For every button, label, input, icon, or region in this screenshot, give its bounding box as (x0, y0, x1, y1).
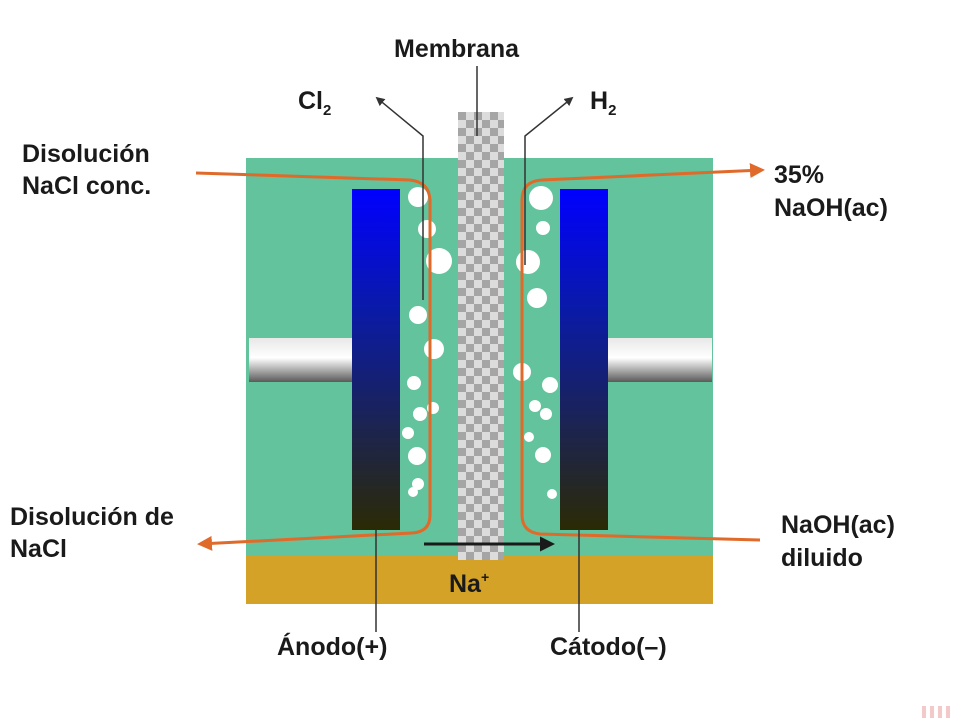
sodium-ion-label: Na+ (449, 562, 489, 599)
chlorine-label: Cl2 (298, 86, 331, 126)
nacl-inflow-label-line2: NaCl conc. (22, 172, 152, 200)
hydrogen-label: H2 (590, 86, 616, 126)
membrane (458, 112, 504, 560)
naoh-outflow-label-line2: NaOH(ac) (774, 194, 888, 222)
naoh-inflow-label-line2: diluido (781, 544, 863, 572)
chlorine-escape-arrow (375, 96, 424, 300)
nacl-outflow-label-line2: NaCl (10, 535, 67, 563)
anode-electrode (352, 189, 400, 530)
nacl-inflow-line (195, 171, 432, 551)
naoh-outflow-label-line1: 35% (774, 161, 825, 189)
cathode-label: Cátodo(–) (550, 633, 667, 661)
cathode-connector-rod (606, 338, 712, 382)
hydrogen-label-subscript: 2 (608, 102, 617, 119)
sodium-ion-label-text: Na (449, 570, 481, 598)
cathode-electrode (560, 189, 608, 530)
sodium-ion-label-superscript: + (480, 569, 490, 585)
anode-connector-rod (249, 338, 355, 382)
nacl-outflow-label-line1: Disolución de (10, 503, 174, 531)
hydrogen-label-text: H (590, 87, 609, 115)
naoh-inflow-label-line1: NaOH(ac) (781, 511, 895, 539)
nacl-inflow-label-line1: Disolución (22, 140, 150, 168)
chlorine-label-text: Cl (298, 87, 323, 115)
slide-corner-marks (920, 706, 956, 718)
membrane-label: Membrana (394, 35, 520, 63)
chlorine-label-subscript: 2 (323, 102, 332, 119)
hydrogen-escape-arrow (524, 96, 574, 265)
base-plate (246, 556, 713, 604)
anode-label: Ánodo(+) (277, 633, 388, 661)
naoh-flow-line (520, 163, 765, 542)
